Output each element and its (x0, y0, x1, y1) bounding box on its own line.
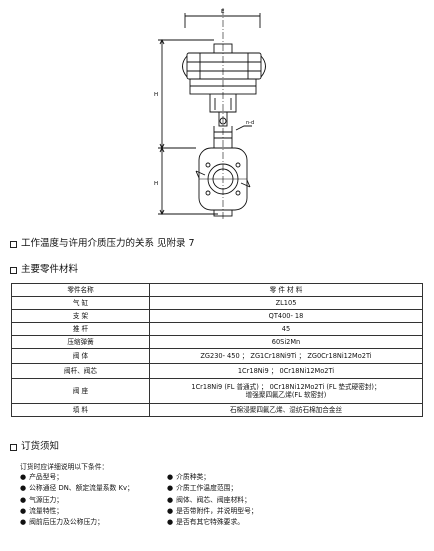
section-box-icon (10, 240, 17, 248)
flow-arrow-left (195, 170, 206, 179)
bullet-icon: ● (167, 473, 174, 481)
list-item: ●介质工作温度范围； (167, 483, 258, 494)
list-item-text: 流量特性； (29, 506, 64, 515)
list-item-text: 阀前后压力及公称压力； (29, 518, 104, 527)
table-row: 阀 体 ZG230- 450 ； ZG1Cr18Ni9Ti ； ZG0Cr18N… (11, 348, 423, 364)
list-item: ●是否有其它特殊要求。 (167, 517, 258, 528)
bullet-icon: ● (20, 484, 27, 493)
part-name: 阀 体 (11, 348, 150, 364)
bullet-icon: ● (167, 495, 174, 504)
list-item: ●介质种类； (167, 472, 258, 483)
materials-table: 零件名称 零 件 材 料 气 缸 ZL105 支 架 QT400- 18 推 杆… (11, 283, 423, 417)
order-list-right: ●介质种类； ●介质工作温度范围； ●阀体、阀芯、阀座材料； ●是否带附件，并说… (167, 472, 258, 528)
list-item-text: 介质工作温度范围； (176, 484, 238, 493)
list-item-text: 公称通径 DN、额定流量系数 Kv； (29, 484, 134, 493)
table-row: 推 杆 45 (11, 322, 423, 336)
dim-label-e: E (221, 9, 225, 15)
section-order-text: 订货须知 (21, 441, 60, 452)
part-name: 阀 座 (11, 378, 150, 404)
part-material: 石棉浸聚四氟乙烯、湿纺石棉加合金丝 (149, 403, 423, 417)
dim-label-h1: H (154, 92, 158, 98)
section-temp: 工作温度与许用介质压力的关系 见附录 7 (10, 238, 195, 250)
list-item-text: 介质种类； (176, 473, 211, 481)
material-line: 1Cr18Ni9 (FL 普通式) ； 0Cr18Ni12Mo2Ti (FL 垫… (191, 383, 381, 391)
list-item-text: 是否有其它特殊要求。 (176, 518, 245, 527)
bullet-icon: ● (20, 495, 27, 504)
list-item-text: 是否带附件，并说明型号； (176, 506, 258, 515)
bullet-icon: ● (167, 484, 174, 493)
table-row: 气 缸 ZL105 (11, 296, 423, 310)
flow-arrow-right (240, 179, 251, 188)
list-item-text: 产品型号； (29, 473, 64, 481)
valve-technical-drawing: E H H n-d (154, 8, 266, 220)
order-intro: 订货时应详细说明以下条件： (20, 463, 109, 471)
bullet-icon: ● (20, 473, 27, 481)
dim-label-hole: n-d (246, 120, 254, 126)
bullet-icon: ● (167, 506, 174, 515)
material-line: 增强聚四氟乙烯(FL 软密封) (245, 391, 327, 399)
part-name: 支 架 (11, 309, 150, 323)
actuator-lower (189, 78, 257, 95)
table-row: 阀 座 1Cr18Ni9 (FL 普通式) ； 0Cr18Ni12Mo2Ti (… (11, 378, 423, 404)
part-name: 压缩弹簧 (11, 335, 150, 349)
actuator-body (186, 52, 262, 80)
table-row: 压缩弹簧 60Si2Mn (11, 335, 423, 349)
part-material: QT400- 18 (149, 309, 423, 323)
list-item: ●产品型号； (20, 472, 134, 483)
part-name: 填 料 (11, 403, 150, 417)
header-material: 零 件 材 料 (149, 283, 423, 297)
part-material: ZG230- 450 ； ZG1Cr18Ni9Ti ； ZG0Cr18Ni12M… (149, 348, 423, 364)
part-material: 60Si2Mn (149, 335, 423, 349)
bullet-icon: ● (20, 518, 27, 527)
part-material: 1Cr18Ni9 (FL 普通式) ； 0Cr18Ni12Mo2Ti (FL 垫… (149, 378, 423, 404)
bullet-icon: ● (167, 518, 174, 527)
list-item-text: 阀体、阀芯、阀座材料； (176, 495, 251, 504)
dim-label-h2: H (154, 181, 158, 187)
list-item: ●阀前后压力及公称压力； (20, 517, 134, 528)
hole-leader (235, 125, 252, 131)
list-item: ●是否带附件，并说明型号； (167, 506, 258, 517)
section-materials-text: 主要零件材料 (21, 264, 79, 275)
list-item-text: 气源压力； (29, 495, 64, 504)
section-order: 订货须知 (10, 441, 59, 453)
part-material: 45 (149, 322, 423, 336)
part-name: 推 杆 (11, 322, 150, 336)
list-item: ●公称通径 DN、额定流量系数 Kv； (20, 483, 134, 494)
table-header-row: 零件名称 零 件 材 料 (11, 283, 423, 297)
section-temp-text: 工作温度与许用介质压力的关系 见附录 7 (21, 238, 195, 249)
section-materials: 主要零件材料 (10, 264, 78, 276)
bullet-icon: ● (20, 506, 27, 515)
part-name: 气 缸 (11, 296, 150, 310)
list-item: ●阀体、阀芯、阀座材料； (167, 495, 258, 506)
part-material: ZL105 (149, 296, 423, 310)
section-box-icon (10, 443, 17, 451)
header-part-name: 零件名称 (11, 283, 150, 297)
list-item: ●气源压力； (20, 495, 134, 506)
list-item: ●流量特性； (20, 506, 134, 517)
part-material: 1Cr18Ni9 ； 0Cr18Ni12Mo2Ti (149, 363, 423, 379)
order-list-left: ●产品型号； ●公称通径 DN、额定流量系数 Kv； ●气源压力； ●流量特性；… (20, 472, 134, 528)
part-name: 阀杆、阀芯 (11, 363, 150, 379)
table-row: 填 料 石棉浸聚四氟乙烯、湿纺石棉加合金丝 (11, 403, 423, 417)
section-box-icon (10, 266, 17, 274)
table-row: 支 架 QT400- 18 (11, 309, 423, 323)
table-row: 阀杆、阀芯 1Cr18Ni9 ； 0Cr18Ni12Mo2Ti (11, 363, 423, 379)
